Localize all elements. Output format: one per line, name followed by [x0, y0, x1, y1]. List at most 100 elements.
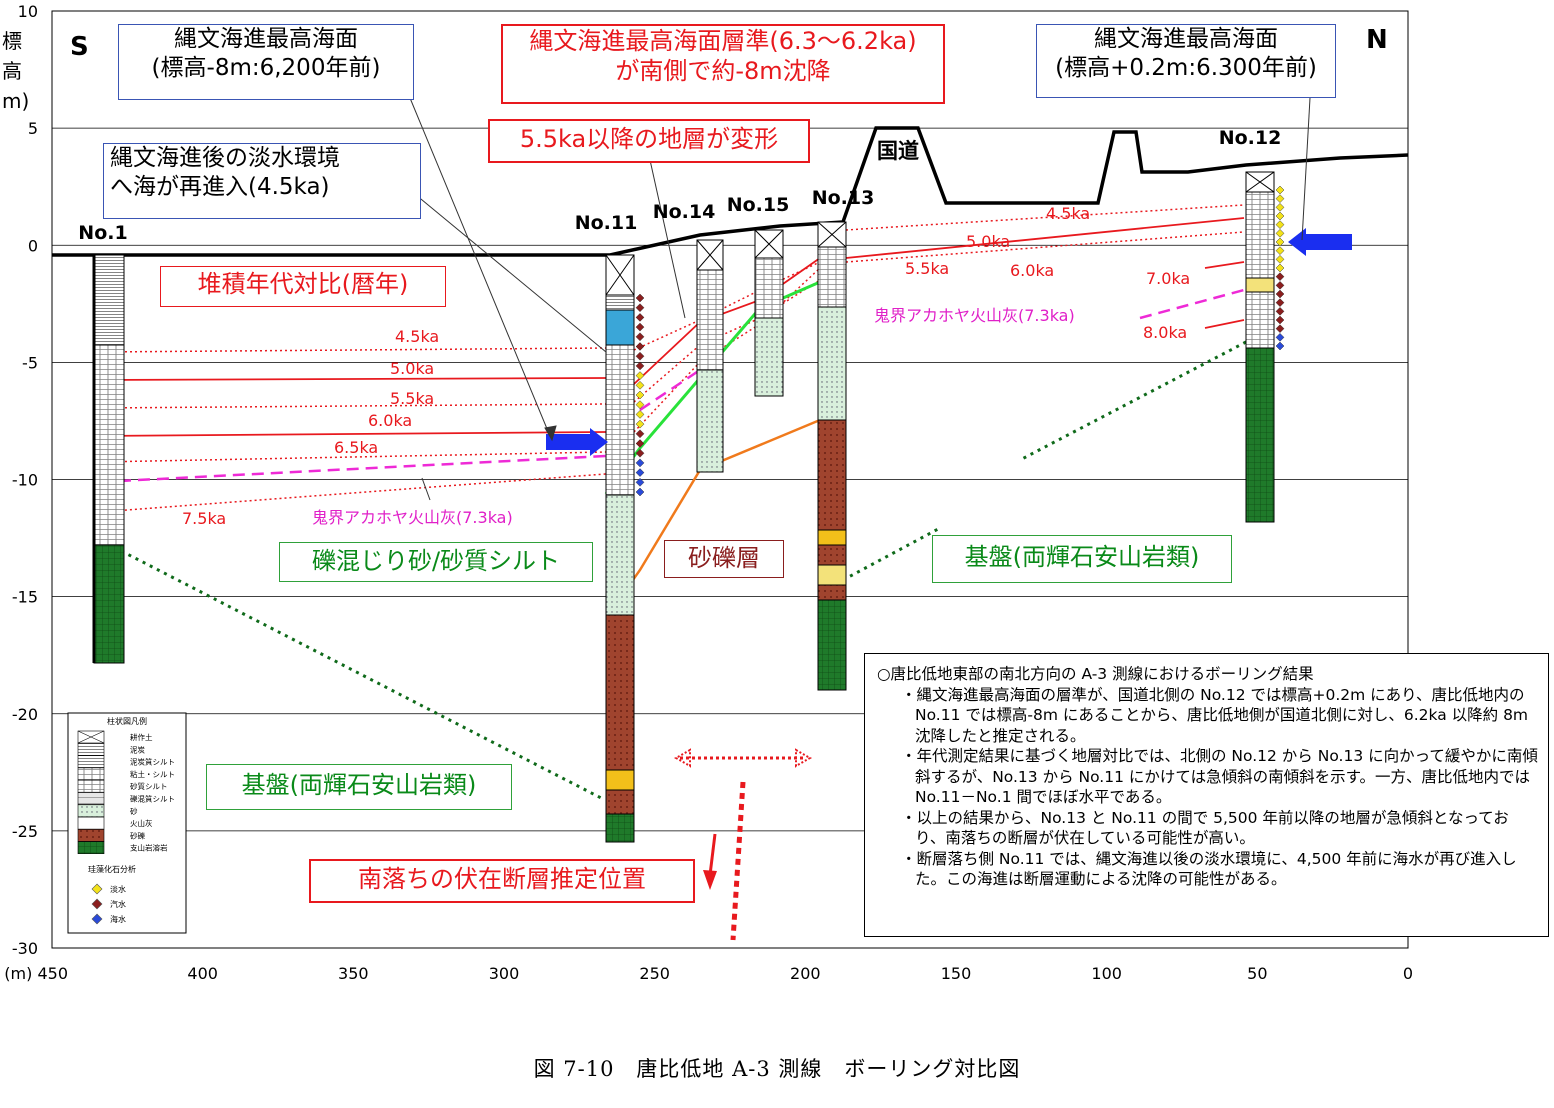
age-lines-left: [99, 347, 607, 513]
legend-swatch: [77, 816, 105, 830]
note-bullet: ・年代測定結果に基づく地層対比では、北側の No.12 から No.13 に向か…: [901, 747, 1538, 806]
diatom-marker: [635, 410, 645, 419]
diatom-markers: [635, 185, 1285, 497]
svg-text:5.0ka: 5.0ka: [390, 359, 434, 378]
x-tick-label: 250: [639, 964, 670, 983]
legend-swatch: [77, 841, 105, 855]
fault-line: [730, 781, 746, 941]
age-labels-right: 4.5ka 5.0ka 5.5ka 6.0ka 7.0ka 8.0ka: [905, 204, 1190, 342]
diatom-marker: [1275, 280, 1285, 290]
box-subsidence: 縄文海進最高海面層準(6.3～6.2ka)が南側で約-8m沈降: [501, 24, 945, 104]
age-labels-left: 4.5ka 5.0ka 5.5ka 6.0ka 6.5ka 7.5ka: [182, 327, 439, 528]
svg-text:5.0ka: 5.0ka: [966, 232, 1010, 251]
box-bedrock-left: 基盤(両輝石安山岩類): [206, 764, 512, 810]
diatom-marker: [635, 419, 645, 429]
direction-south: S: [70, 32, 89, 62]
svg-text:汽水: 汽水: [110, 899, 126, 909]
diatom-marker: [1275, 194, 1285, 204]
diatom-marker: [635, 313, 645, 322]
legend-label: 粘土・シルト: [130, 769, 175, 779]
diatom-marker: [635, 342, 645, 351]
diatom-marker: [635, 429, 645, 439]
y-tick-label: -15: [12, 588, 38, 607]
legend-swatch: [77, 779, 105, 793]
diatom-marker: [1275, 324, 1285, 334]
diatom-marker: [635, 303, 645, 313]
x-tick-label: 350: [338, 964, 369, 983]
diatom-marker: [635, 293, 645, 303]
diatom-marker: [1275, 289, 1285, 299]
legend-label: 砂: [130, 806, 138, 816]
y-tick-label: -30: [12, 939, 38, 958]
svg-text:柱状図凡例: 柱状図凡例: [107, 716, 147, 726]
diatom-marker: [635, 477, 645, 487]
diatom-marker: [1275, 272, 1285, 282]
legend-label: 泥炭質シルト: [130, 757, 175, 767]
diatom-marker: [635, 371, 645, 380]
diatom-marker: [1275, 228, 1285, 238]
legend-swatch: [77, 755, 105, 768]
y-tick-label: -5: [22, 353, 38, 372]
svg-text:7.5ka: 7.5ka: [182, 509, 226, 528]
bedrock-line-left: [99, 538, 606, 802]
legend-swatch: [77, 742, 105, 756]
diatom-marker: [635, 390, 645, 400]
diatom-marker: [1275, 306, 1285, 316]
box-max-sea-level-north: 縄文海進最高海面(標高+0.2m:6.300年前): [1036, 24, 1336, 98]
y-axis-label-3: m): [2, 89, 29, 113]
borehole-label-no12: No.12: [1219, 127, 1282, 149]
diatom-marker: [1275, 332, 1285, 342]
borehole-no13: [817, 221, 847, 691]
borehole-label-no13: No.13: [812, 187, 875, 209]
note-bullet: ・断層落ち側 No.11 では、縄文海進以後の淡水環境に、4,500 年前に海水…: [901, 849, 1517, 889]
ash-label-right: 鬼界アカホヤ火山灰(7.3ka): [874, 306, 1075, 325]
svg-text:6.0ka: 6.0ka: [1010, 261, 1054, 280]
y-tick-label: -20: [12, 705, 38, 724]
diatom-marker: [1275, 202, 1285, 212]
diatom-marker: [635, 351, 645, 361]
svg-text:6.0ka: 6.0ka: [368, 411, 412, 430]
borehole-no11: [605, 254, 635, 843]
box-dating: 堆積年代対比(暦年): [160, 266, 446, 307]
diatom-marker: [635, 400, 645, 410]
svg-text:珪藻化石分析: 珪藻化石分析: [88, 864, 136, 874]
y-tick-label: -25: [12, 822, 38, 841]
age-lines-right: [845, 204, 1245, 329]
note-bullet: ・縄文海進最高海面の層準が、国道北側の No.12 では標高+0.2m にあり、…: [901, 685, 1529, 745]
legend-swatch-cross: [77, 730, 105, 744]
svg-text:4.5ka: 4.5ka: [395, 327, 439, 346]
y-axis-label-1: 標: [2, 29, 22, 53]
diatom-marker: [635, 448, 645, 458]
legend-label: 砂礫: [130, 830, 145, 840]
borehole-no15: [754, 229, 784, 397]
legend-label: 砂質シルト: [130, 781, 168, 791]
road-label: 国道: [877, 139, 919, 163]
borehole-label-no14: No.14: [653, 201, 716, 223]
borehole-no1: [92, 254, 125, 664]
y-tick-label: 10: [18, 2, 38, 21]
borehole-no14: [696, 239, 724, 473]
svg-text:淡水: 淡水: [110, 884, 126, 894]
diatom-marker: [1275, 220, 1285, 230]
diatom-marker: [1275, 263, 1285, 273]
blue-arrow-right: [1288, 228, 1352, 256]
legend-swatch: [77, 767, 105, 781]
y-tick-label: -10: [12, 471, 38, 490]
x-tick-label: 0: [1403, 964, 1413, 983]
note-heading: ○唐比低地東部の南北方向の A-3 測線におけるボーリング結果: [877, 665, 1314, 683]
diatom-marker: [635, 361, 645, 371]
diatom-marker: [1275, 254, 1285, 264]
box-max-sea-level-south: 縄文海進最高海面(標高-8m:6,200年前): [118, 24, 414, 100]
y-tick-label: 0: [28, 236, 38, 255]
ash-label-left: 鬼界アカホヤ火山灰(7.3ka): [312, 508, 513, 527]
legend-label: 耕作土: [130, 732, 153, 742]
x-tick-label: 400: [187, 964, 218, 983]
x-tick-label: 200: [790, 964, 821, 983]
box-fresh-water: 縄文海進後の淡水環境へ海が再進入(4.5ka): [103, 143, 421, 219]
diatom-marker: [635, 458, 645, 468]
ground-surface: [52, 126, 1409, 257]
svg-text:4.5ka: 4.5ka: [1046, 204, 1090, 223]
diatom-marker: [1275, 246, 1285, 256]
